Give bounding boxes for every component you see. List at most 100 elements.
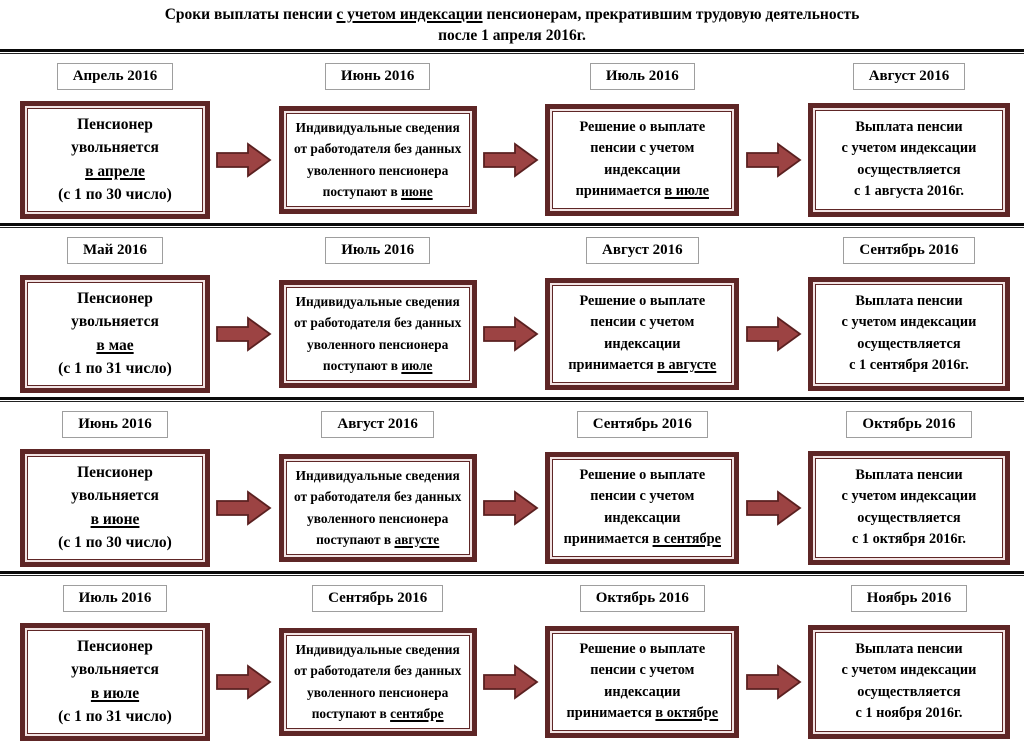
step-text-line: с учетом индексации: [820, 486, 998, 507]
arrow-right-icon: [216, 489, 272, 526]
text-segment: в июле: [664, 182, 709, 199]
text-segment: с 1 ноября 2016г.: [855, 704, 963, 721]
step-text-line: поступают в августе: [291, 529, 465, 550]
text-segment: принимается: [568, 356, 658, 373]
title-underlined-segment: с учетом индексации: [336, 6, 483, 23]
process-step-content: Индивидуальные сведения от работодателя б…: [285, 112, 470, 207]
step-text-line: в июле: [32, 682, 198, 705]
text-segment: осуществляется: [857, 161, 961, 178]
process-row-grid: Июль 2016 Сентябрь 2016 Октябрь 2016 Ноя…: [0, 577, 1024, 743]
process-row: Апрель 2016 Июнь 2016 Июль 2016 Август 2…: [0, 55, 1024, 229]
month-label: Октябрь 2016: [579, 585, 705, 613]
text-segment: Пенсионер: [77, 116, 153, 134]
step-text-line: с учетом индексации: [820, 660, 998, 681]
text-segment: уволенного пенсионера: [307, 336, 449, 352]
text-segment: принимается: [566, 704, 656, 721]
arrow-right-icon: [745, 663, 802, 700]
separator-line: [0, 396, 1024, 403]
arrow: [483, 663, 539, 700]
text-segment: принимается: [575, 182, 665, 199]
arrow-right-icon: [483, 663, 539, 700]
text-segment: индексации: [604, 335, 681, 352]
text-segment: в августе: [657, 356, 717, 373]
text-segment: от работодателя без данных: [293, 663, 462, 679]
text-segment: от работодателя без данных: [293, 141, 462, 157]
month-label: Июль 2016: [589, 63, 695, 91]
text-segment: уволенного пенсионера: [307, 510, 449, 526]
month-label: Август 2016: [586, 237, 699, 265]
arrow-right-icon: [216, 315, 272, 352]
text-segment: с 1 октября 2016г.: [851, 530, 966, 547]
arrow: [483, 489, 539, 526]
step-text-line: пенсии с учетом: [557, 486, 727, 507]
text-segment: июле: [401, 357, 433, 373]
step-text-line: осуществляется: [820, 682, 998, 703]
arrow: [216, 663, 272, 700]
step-text-line: с 1 октября 2016г.: [820, 529, 998, 550]
text-segment: с 1 августа 2016г.: [853, 182, 964, 199]
process-row: Май 2016 Июль 2016 Август 2016 Сентябрь …: [0, 229, 1024, 403]
text-segment: (с 1 по 31 число): [58, 359, 172, 377]
arrow: [745, 489, 802, 526]
step-text-line: принимается в сентябре: [557, 529, 727, 550]
text-segment: (с 1 по 31 число): [58, 707, 172, 725]
month-label: Июль 2016: [62, 585, 168, 613]
step-text-line: уволенного пенсионера: [291, 682, 465, 703]
step-text-line: (с 1 по 30 число): [32, 531, 198, 554]
step-text-line: Пенсионер: [32, 461, 198, 484]
step-text-line: пенсии с учетом: [557, 312, 727, 333]
process-step-box: Индивидуальные сведения от работодателя б…: [278, 105, 477, 214]
step-text-line: поступают в сентябре: [291, 703, 465, 724]
step-text-line: Решение о выплате: [557, 291, 727, 312]
month-label: Июль 2016: [325, 237, 431, 265]
step-text-line: принимается в августе: [557, 355, 727, 376]
month-label: Август 2016: [321, 411, 434, 439]
step-text-line: индексации: [557, 334, 727, 355]
text-segment: увольняется: [71, 139, 159, 157]
month-label: Июнь 2016: [324, 63, 431, 91]
text-segment: пенсии с учетом: [590, 662, 695, 679]
text-segment: в июле: [90, 684, 140, 702]
step-text-line: уволенного пенсионера: [291, 508, 465, 529]
arrow-right-icon: [483, 489, 539, 526]
text-segment: с учетом индексации: [841, 314, 977, 331]
text-segment: пенсии с учетом: [590, 314, 695, 331]
text-segment: Индивидуальные сведения: [295, 120, 460, 136]
text-segment: (с 1 по 30 число): [58, 533, 172, 551]
step-text-line: с учетом индексации: [820, 138, 998, 159]
arrow-right-icon: [483, 141, 539, 178]
text-segment: поступают в: [322, 357, 402, 373]
month-label: Май 2016: [66, 237, 164, 265]
step-text-line: индексации: [557, 682, 727, 703]
text-segment: увольняется: [71, 487, 159, 505]
text-segment: осуществляется: [857, 509, 961, 526]
step-text-line: осуществляется: [820, 508, 998, 529]
title-segment: пенсионерам, прекратившим трудовую деяте…: [482, 6, 860, 23]
arrow-right-icon: [216, 663, 272, 700]
text-segment: индексации: [604, 509, 681, 526]
month-label: Апрель 2016: [56, 63, 174, 91]
step-text-line: Решение о выплате: [557, 117, 727, 138]
text-segment: Пенсионер: [77, 464, 153, 482]
arrow: [745, 141, 802, 178]
step-text-line: Индивидуальные сведения: [291, 291, 465, 312]
step-text-line: осуществляется: [820, 160, 998, 181]
text-segment: с учетом индексации: [841, 140, 977, 157]
text-segment: июне: [401, 183, 433, 199]
text-segment: осуществляется: [857, 683, 961, 700]
step-text-line: (с 1 по 30 число): [32, 183, 198, 206]
arrow-right-icon: [216, 141, 272, 178]
arrow: [216, 489, 272, 526]
step-text-line: увольняется: [32, 310, 198, 333]
text-segment: поступают в: [316, 531, 395, 547]
